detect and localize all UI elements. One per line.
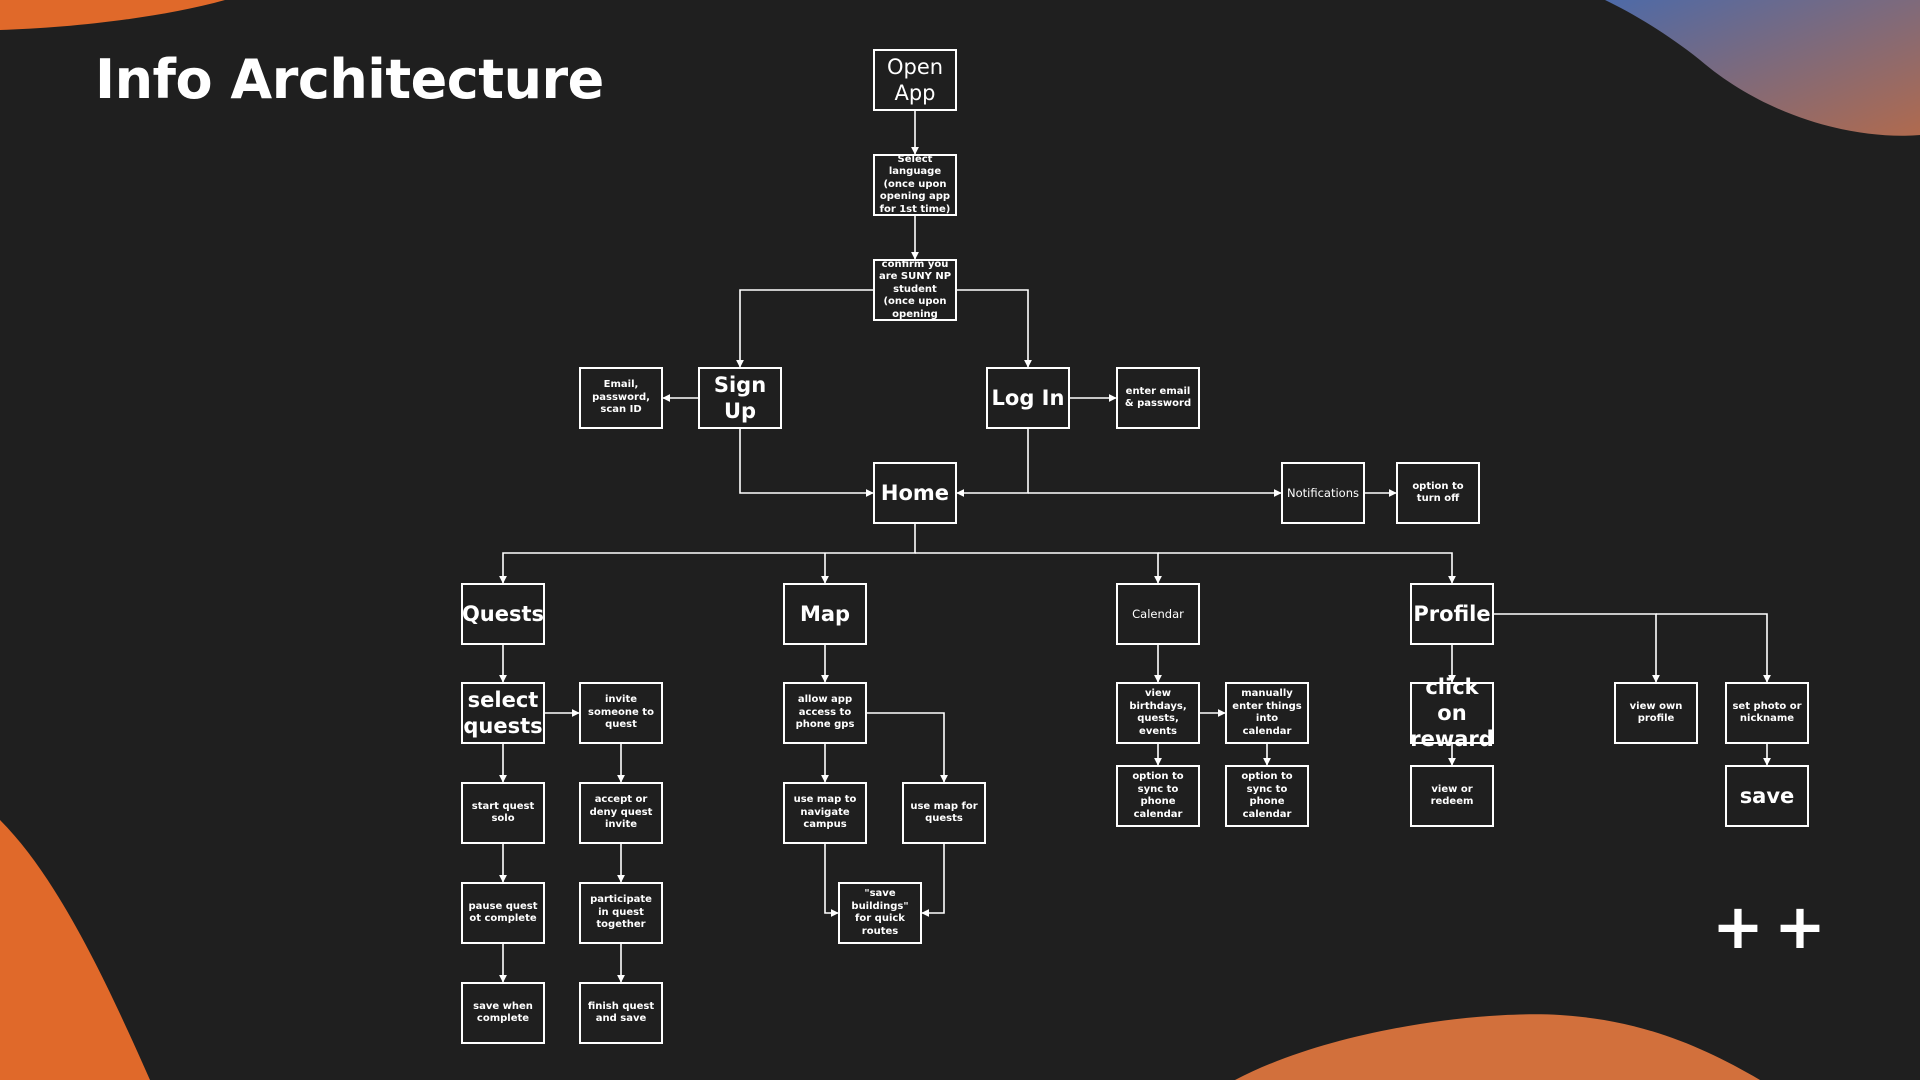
orange-blob-bottom-right	[1235, 1014, 1760, 1080]
node-pause: pause quest ot complete	[461, 882, 545, 944]
node-participate: participate in quest together	[579, 882, 663, 944]
node-map-quests: use map for quests	[902, 782, 986, 844]
node-log-in: Log In	[986, 367, 1070, 429]
node-save-buildings: "save buildings" for quick routes	[838, 882, 922, 944]
node-sign-up-details: Email, password, scan ID	[579, 367, 663, 429]
plus-icon: +	[1712, 890, 1764, 963]
node-select-language: Select language (once upon opening app f…	[873, 154, 957, 216]
node-open-app: Open App	[873, 49, 957, 111]
plus-icon: +	[1774, 890, 1826, 963]
node-sync1: option to sync to phone calendar	[1116, 765, 1200, 827]
node-navigate: use map to navigate campus	[783, 782, 867, 844]
node-quests: Quests	[461, 583, 545, 645]
node-save-complete: save when complete	[461, 982, 545, 1044]
edge-profile-to-view-profile	[1494, 613, 1660, 683]
edge-sign-up-to-home	[739, 429, 874, 497]
orange-blob-top-left	[0, 0, 225, 30]
edge-home-to-calendar	[915, 552, 1162, 584]
gradient-blob-top-right	[1605, 0, 1920, 136]
node-click-reward: click on reward	[1410, 674, 1494, 752]
node-notifications: Notifications	[1281, 462, 1365, 524]
node-sync2: option to sync to phone calendar	[1225, 765, 1309, 827]
node-calendar: Calendar	[1116, 583, 1200, 645]
edge-confirm-student-to-sign-up	[736, 289, 873, 368]
edge-profile-to-set-photo	[1656, 613, 1771, 683]
node-invite: invite someone to quest	[579, 682, 663, 744]
edge-confirm-student-to-log-in	[957, 289, 1032, 368]
node-set-photo: set photo or nickname	[1725, 682, 1809, 744]
node-profile: Profile	[1410, 583, 1494, 645]
node-accept-deny: accept or deny quest invite	[579, 782, 663, 844]
edge-map-quests-to-save-buildings	[921, 844, 945, 917]
node-manually-enter: manually enter things into calendar	[1225, 682, 1309, 744]
edge-navigate-to-save-buildings	[824, 844, 839, 917]
node-finish-save: finish quest and save	[579, 982, 663, 1044]
node-turn-off: option to turn off	[1396, 462, 1480, 524]
edge-log-in-to-home	[956, 429, 1029, 497]
node-log-in-details: enter email & password	[1116, 367, 1200, 429]
page-title: Info Architecture	[95, 48, 604, 111]
edge-allow-gps-to-map-quests	[867, 712, 948, 783]
node-start-solo: start quest solo	[461, 782, 545, 844]
edge-home-to-profile	[1158, 552, 1456, 584]
node-map: Map	[783, 583, 867, 645]
node-view-profile: view own profile	[1614, 682, 1698, 744]
node-sign-up: Sign Up	[698, 367, 782, 429]
node-view-birthdays: view birthdays, quests, events	[1116, 682, 1200, 744]
node-allow-gps: allow app access to phone gps	[783, 682, 867, 744]
orange-blob-bottom-left	[0, 820, 150, 1080]
node-view-redeem: view or redeem	[1410, 765, 1494, 827]
edge-home-to-quests	[499, 524, 916, 584]
node-select-quests: select quests	[461, 682, 545, 744]
node-home: Home	[873, 462, 957, 524]
node-confirm-student: confirm you are SUNY NP student (once up…	[873, 259, 957, 321]
node-save: save	[1725, 765, 1809, 827]
